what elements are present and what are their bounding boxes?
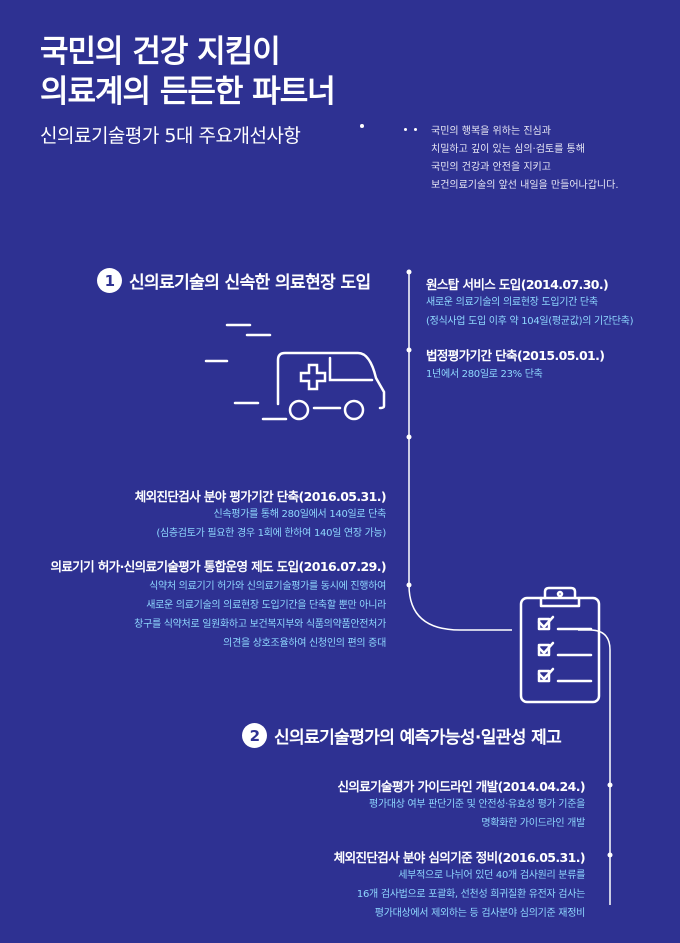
s1-item2-desc: 1년에서 280일로 23% 단축	[426, 369, 543, 380]
section1-number: 1	[97, 268, 122, 293]
section2-heading: 2 신의료기술평가의 예측가능성·일관성 제고	[242, 723, 562, 748]
section1-heading: 1 신의료기술의 신속한 의료현장 도입	[97, 268, 371, 293]
clipboard-checklist-icon	[519, 586, 601, 704]
s1-item1-title: 원스탑 서비스 도입(2014.07.30.)	[426, 277, 609, 292]
subtitle-dot	[360, 124, 364, 128]
s2-item2-desc: 세부적으로 나뉘어 있던 40개 검사원리 분류를 16개 검사법으로 포괄화,…	[356, 870, 585, 919]
section1-title: 신의료기술의 신속한 의료현장 도입	[129, 273, 371, 293]
s1-item2-title: 법정평가기간 단축(2015.05.01.)	[426, 348, 605, 363]
s1-item4-title: 의료기기 허가·신의료기술평가 통합운영 제도 도입(2016.07.29.)	[50, 559, 386, 574]
intro-dot	[414, 128, 417, 131]
s1-item3-title: 체외진단검사 분야 평가기간 단축(2016.05.31.)	[134, 489, 387, 504]
title-line1: 국민의 건강 지킴이	[40, 34, 281, 70]
intro-dot	[404, 128, 407, 131]
subtitle: 신의료기술평가 5대 주요개선사항	[40, 125, 301, 147]
s1-item3-desc: 신속평가를 통해 280일에서 140일로 단축 (심층검토가 필요한 경우 1…	[156, 509, 386, 539]
section2-number: 2	[242, 723, 267, 748]
intro-text: 국민의 행복을 위하는 진심과 치밀하고 깊이 있는 심의·검토를 통해 국민의…	[431, 126, 619, 191]
ambulance-icon	[204, 323, 386, 421]
title-line2: 의료계의 든든한 파트너	[40, 74, 336, 110]
s1-item4-desc: 식약처 의료기기 허가와 신의료기술평가를 동시에 진행하여 새로운 의료기술의…	[134, 581, 386, 649]
s1-item1-desc: 새로운 의료기술의 의료현장 도입기간 단축 (정식사업 도입 이후 약 104…	[426, 297, 634, 327]
s2-item1-desc: 평가대상 여부 판단기준 및 안전성·유효성 평가 기준을 명확화한 가이드라인…	[369, 799, 585, 829]
s2-item1-title: 신의료기술평가 가이드라인 개발(2014.04.24.)	[337, 779, 585, 794]
s2-item2-title: 체외진단검사 분야 심의기준 정비(2016.05.31.)	[333, 850, 586, 865]
section2-title: 신의료기술평가의 예측가능성·일관성 제고	[274, 728, 562, 748]
